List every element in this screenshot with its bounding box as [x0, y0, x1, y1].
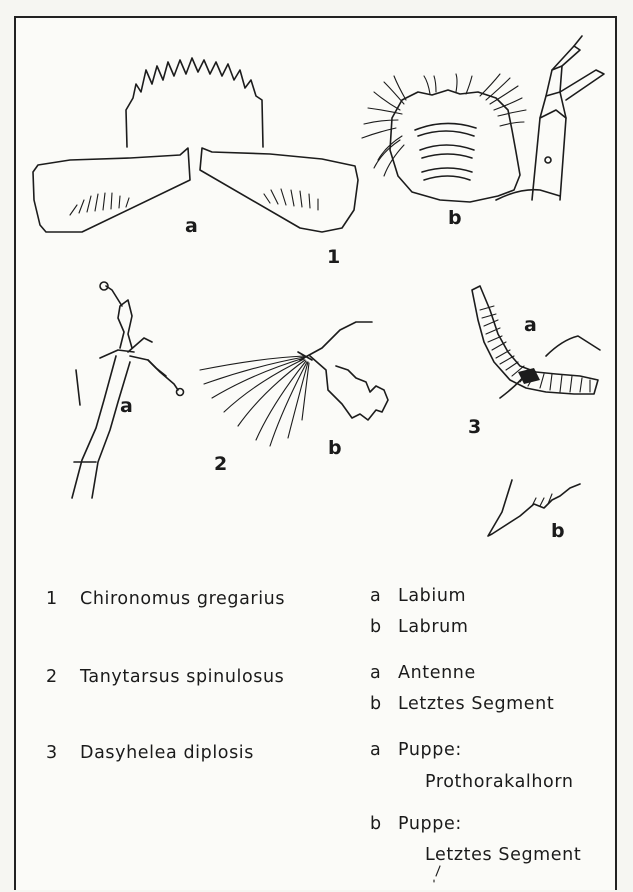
legend-3b-letter: b	[370, 816, 382, 834]
fig1-number: 1	[327, 248, 341, 267]
legend-3a-text: Puppe:	[398, 742, 462, 760]
legend-2b-text: Letztes Segment	[398, 696, 554, 714]
legend-1a-letter: a	[370, 588, 381, 606]
legend-3-species: Dasyhelea diplosis	[80, 745, 254, 763]
fig1a-labium-drawing	[33, 58, 358, 232]
fig2b-segment-drawing	[200, 322, 388, 446]
fig2-number: 2	[214, 455, 228, 474]
legend-1a-text: Labium	[398, 588, 466, 606]
legend-2b-letter: b	[370, 696, 382, 714]
fig3-label-a: a	[524, 316, 537, 335]
legend-2-species: Tanytarsus spinulosus	[80, 669, 284, 687]
fig3a-prothoracic-horn-drawing	[472, 286, 600, 398]
fig2-label-a: a	[120, 397, 133, 416]
legend-2-number: 2	[46, 669, 58, 687]
fig1-label-a: a	[185, 217, 198, 236]
legend-1-number: 1	[46, 591, 58, 609]
fig1b-labrum-drawing	[362, 36, 604, 202]
fig3b-pupa-segment-drawing	[488, 480, 580, 536]
legend-2a-text: Antenne	[398, 665, 476, 683]
fig1-label-b: b	[448, 209, 462, 228]
legend-3b-text: Puppe:	[398, 816, 462, 834]
fig3-number: 3	[468, 418, 482, 437]
legend-3a-text2: Prothorakalhorn	[425, 774, 574, 792]
legend-1-species: Chironomus gregarius	[80, 591, 285, 609]
legend-3b-text2: Letztes Segment	[425, 847, 581, 865]
legend-3-number: 3	[46, 745, 58, 763]
fig3-label-b: b	[551, 522, 565, 541]
legend-3a-letter: a	[370, 742, 381, 760]
fig2a-antenna-drawing	[72, 282, 184, 498]
legend-1b-text: Labrum	[398, 619, 469, 637]
legend-1b-letter: b	[370, 619, 382, 637]
stray-mark	[434, 866, 440, 882]
fig2-label-b: b	[328, 439, 342, 458]
legend-2a-letter: a	[370, 665, 381, 683]
